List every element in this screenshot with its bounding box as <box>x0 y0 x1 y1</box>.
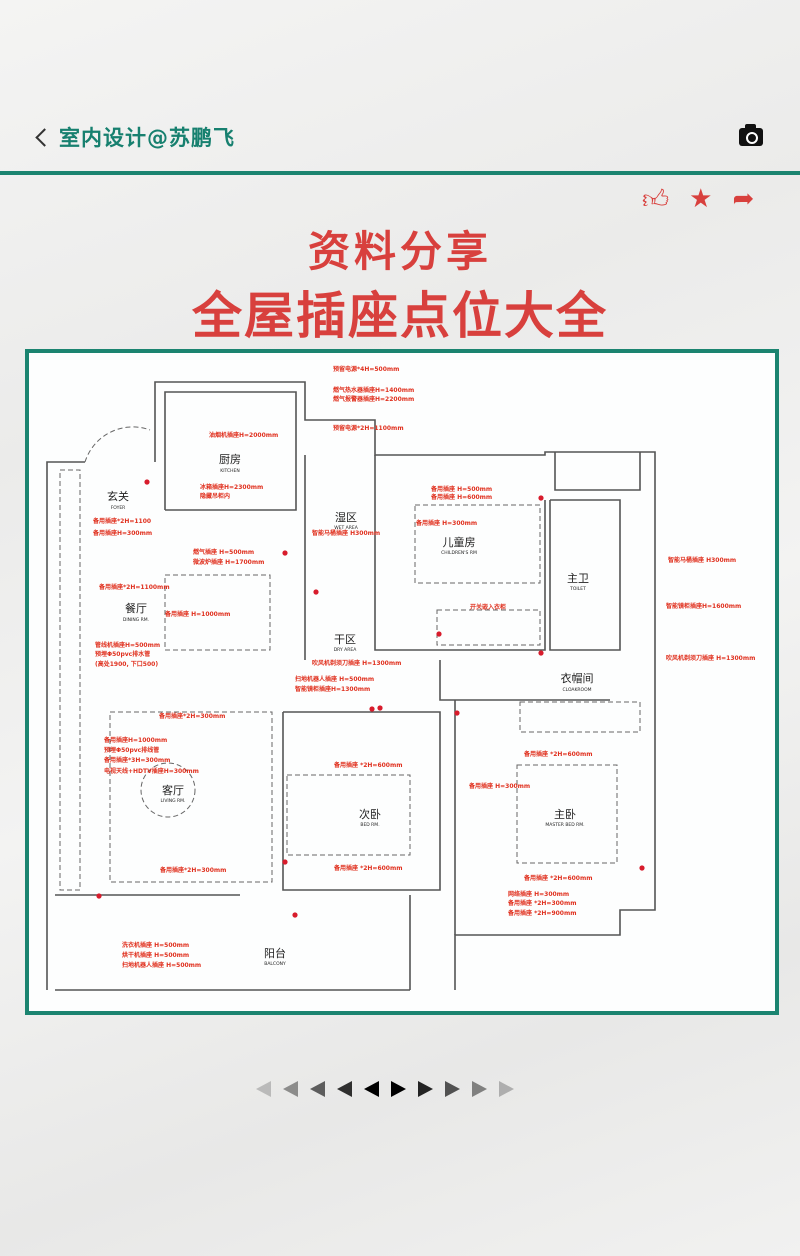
annotation: 扫地机器人插座 H=500mm <box>122 961 201 969</box>
title-line-2: 全屋插座点位大全 <box>192 287 608 345</box>
annotation: 电视天线+HDTV插座H=300mm <box>104 767 199 775</box>
annotation: 备用插座*2H=1100mm <box>98 583 170 591</box>
annotation: 网络插座 H=300mm <box>508 890 569 898</box>
annotation: 吹风机剃须刀插座 H=1300mm <box>666 654 755 662</box>
action-icons: 👍︎ ★ ➦ <box>642 184 754 215</box>
annotation: 洗衣机插座 H=500mm <box>122 941 189 949</box>
annotation: 燃气报警器插座H=2200mm <box>333 395 414 403</box>
annotation: 预留电源*4H=500mm <box>333 365 399 373</box>
share-arrow-icon[interactable]: ➦ <box>732 184 755 214</box>
arrow-left-icon[interactable] <box>364 1081 379 1097</box>
annotation: 智能马桶插座 H300mm <box>312 529 380 537</box>
annotation: 备用插座 H=1000mm <box>164 610 230 618</box>
header-bar: 室内设计@苏鹏飞 <box>30 122 235 152</box>
room-dining: 餐厅 <box>125 601 147 615</box>
annotation: 燃气插座 H=500mm <box>193 548 254 556</box>
annotation: 备用插座 *2H=900mm <box>507 909 576 917</box>
room-dry: 干区 <box>334 633 356 646</box>
arrow-right-icon[interactable] <box>472 1081 487 1097</box>
annotation: 管线机插座H=500mm <box>95 641 160 649</box>
room-kitchen: 厨房 <box>219 453 241 466</box>
room-children-en: CHILDREN'S RM <box>441 550 477 556</box>
room-bed2: 次卧 <box>359 807 381 821</box>
annotation: 隐藏吊柜内 <box>200 492 230 500</box>
room-foyer-en: FOYER <box>111 505 126 511</box>
annotation: 备用插座 *2H=600mm <box>333 864 402 872</box>
header-divider <box>0 171 800 175</box>
room-cloak-en: CLOAKROOM <box>562 687 591 693</box>
room-kitchen-en: KITCHEN <box>220 468 240 474</box>
annotation: 油烟机插座H=2000mm <box>209 431 278 439</box>
room-cloak: 衣帽间 <box>561 671 594 685</box>
room-wet: 湿区 <box>335 511 357 524</box>
annotation: 备用插座 H=600mm <box>430 493 492 501</box>
annotation: 备用插座*2H=1100 <box>92 517 151 525</box>
annotation: 备用插座 H=300mm <box>468 782 530 790</box>
annotation: 扫地机器人插座 H=500mm <box>295 675 374 683</box>
room-children: 儿童房 <box>443 535 476 549</box>
annotation: (高处1900, 下口500) <box>95 660 158 668</box>
room-master-en: MASTER BED RM. <box>545 822 584 828</box>
arrow-left-icon[interactable] <box>283 1081 298 1097</box>
room-toilet: 主卫 <box>567 572 589 585</box>
room-balcony-en: BALCONY <box>264 961 286 967</box>
room-master: 主卧 <box>554 808 576 821</box>
annotation: 备用插座 *2H=600mm <box>523 874 592 882</box>
annotation: 备用插座 *2H=600mm <box>333 761 402 769</box>
arrow-left-icon[interactable] <box>337 1081 352 1097</box>
annotation: 备用插座*3H=300mm <box>103 756 170 764</box>
annotation: 智能镜柜插座H=1300mm <box>295 685 370 693</box>
arrow-right-icon[interactable] <box>445 1081 460 1097</box>
annotation: 智能马桶插座 H300mm <box>668 556 736 564</box>
annotation: 备用插座 *2H=600mm <box>523 750 592 758</box>
walls <box>46 381 656 991</box>
room-living: 客厅 <box>162 783 184 797</box>
outlet-markers <box>96 479 645 918</box>
annotation: 预埋Φ50pvc排水管 <box>95 650 150 658</box>
floor-plan-panel <box>25 349 779 1015</box>
camera-icon[interactable] <box>739 124 763 146</box>
annotation: 烘干机插座 H=500mm <box>122 951 189 959</box>
carousel-pager <box>256 1081 514 1097</box>
arrow-right-icon[interactable] <box>391 1081 406 1097</box>
arrow-left-icon[interactable] <box>256 1081 271 1097</box>
annotation: 预留电源*2H=1100mm <box>333 424 404 432</box>
annotation: 开关嵌入衣柜 <box>470 603 506 611</box>
furniture <box>59 426 641 891</box>
outlet-annotations: 预留电源*4H=500mm 燃气热水器插座H=1400mm 燃气报警器插座H=2… <box>92 365 755 969</box>
annotation: 微波炉插座 H=1700mm <box>192 558 264 566</box>
room-labels: 厨房 KITCHEN 玄关 FOYER 餐厅 DINING RM. 湿区 WET… <box>107 453 594 967</box>
annotation: 预埋Φ50pvc排线管 <box>104 746 159 754</box>
annotation: 备用插座*2H=300mm <box>159 866 226 874</box>
annotation: 备用插座H=1000mm <box>103 736 167 744</box>
annotation: 吹风机剃须刀插座 H=1300mm <box>312 659 401 667</box>
account-name[interactable]: 室内设计@苏鹏飞 <box>59 126 235 150</box>
annotation: 智能镜柜插座H=1600mm <box>666 602 741 610</box>
arrow-right-icon[interactable] <box>499 1081 514 1097</box>
room-dining-en: DINING RM. <box>123 617 149 623</box>
room-foyer: 玄关 <box>107 489 129 503</box>
annotation: 备用插座 *2H=300mm <box>507 899 576 907</box>
title-line-1: 资料分享 <box>307 227 492 276</box>
annotation: 燃气热水器插座H=1400mm <box>333 386 414 394</box>
annotation: 备用插座H=300mm <box>92 529 152 537</box>
annotation: 备用插座 H=300mm <box>415 519 477 527</box>
annotation: 备用插座 H=500mm <box>430 485 492 493</box>
annotation: 冰箱插座H=2300mm <box>200 483 263 491</box>
room-wet-en: WET AREA <box>334 525 359 531</box>
arrow-right-icon[interactable] <box>418 1081 433 1097</box>
room-dry-en: DRY AREA <box>334 647 358 653</box>
star-icon[interactable]: ★ <box>689 184 713 214</box>
annotation: 备用插座*2H=300mm <box>158 712 225 720</box>
room-living-en: LIVING RM. <box>161 798 186 804</box>
room-balcony: 阳台 <box>264 946 286 960</box>
thumbs-up-icon[interactable]: 👍︎ <box>642 185 670 215</box>
arrow-left-icon[interactable] <box>310 1081 325 1097</box>
room-bed2-en: BED RM. <box>360 822 379 828</box>
room-toilet-en: TOILET <box>569 586 586 592</box>
